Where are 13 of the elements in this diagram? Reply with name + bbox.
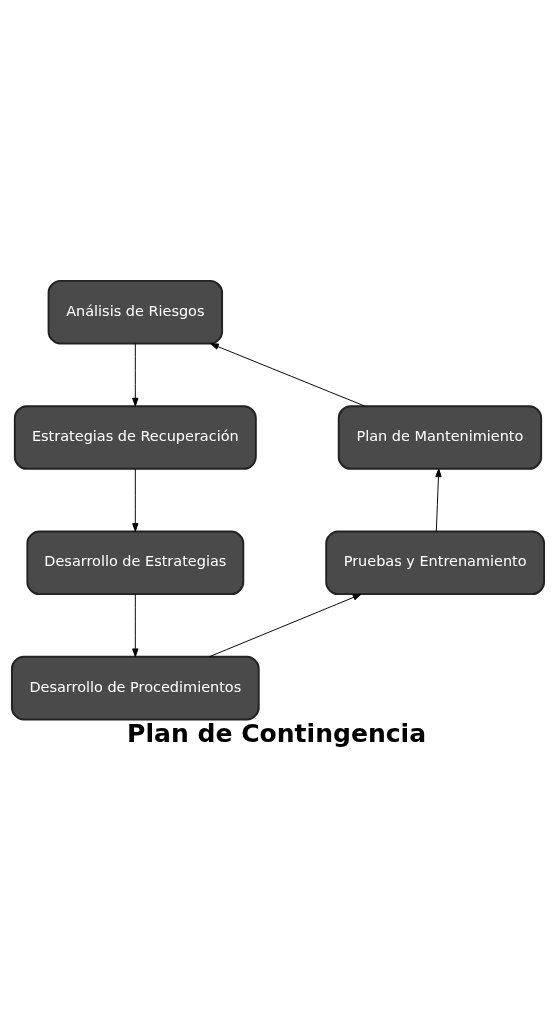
diagram-title: Plan de Contingencia xyxy=(127,718,427,748)
arrow xyxy=(208,593,362,657)
node-box: Pruebas y Entrenamiento xyxy=(325,530,546,595)
arrow xyxy=(132,468,139,532)
arrow xyxy=(210,342,366,407)
arrow xyxy=(435,468,442,532)
node-box: Plan de Mantenimiento xyxy=(337,404,543,470)
node-box: Análisis de Riesgos xyxy=(47,279,224,344)
arrow xyxy=(132,342,139,406)
node-box: Desarrollo de Estrategias xyxy=(26,530,245,595)
node-box: Desarrollo de Procedimientos xyxy=(10,655,260,720)
node-box: Estrategias de Recuperación xyxy=(13,404,257,470)
arrow xyxy=(132,593,139,657)
